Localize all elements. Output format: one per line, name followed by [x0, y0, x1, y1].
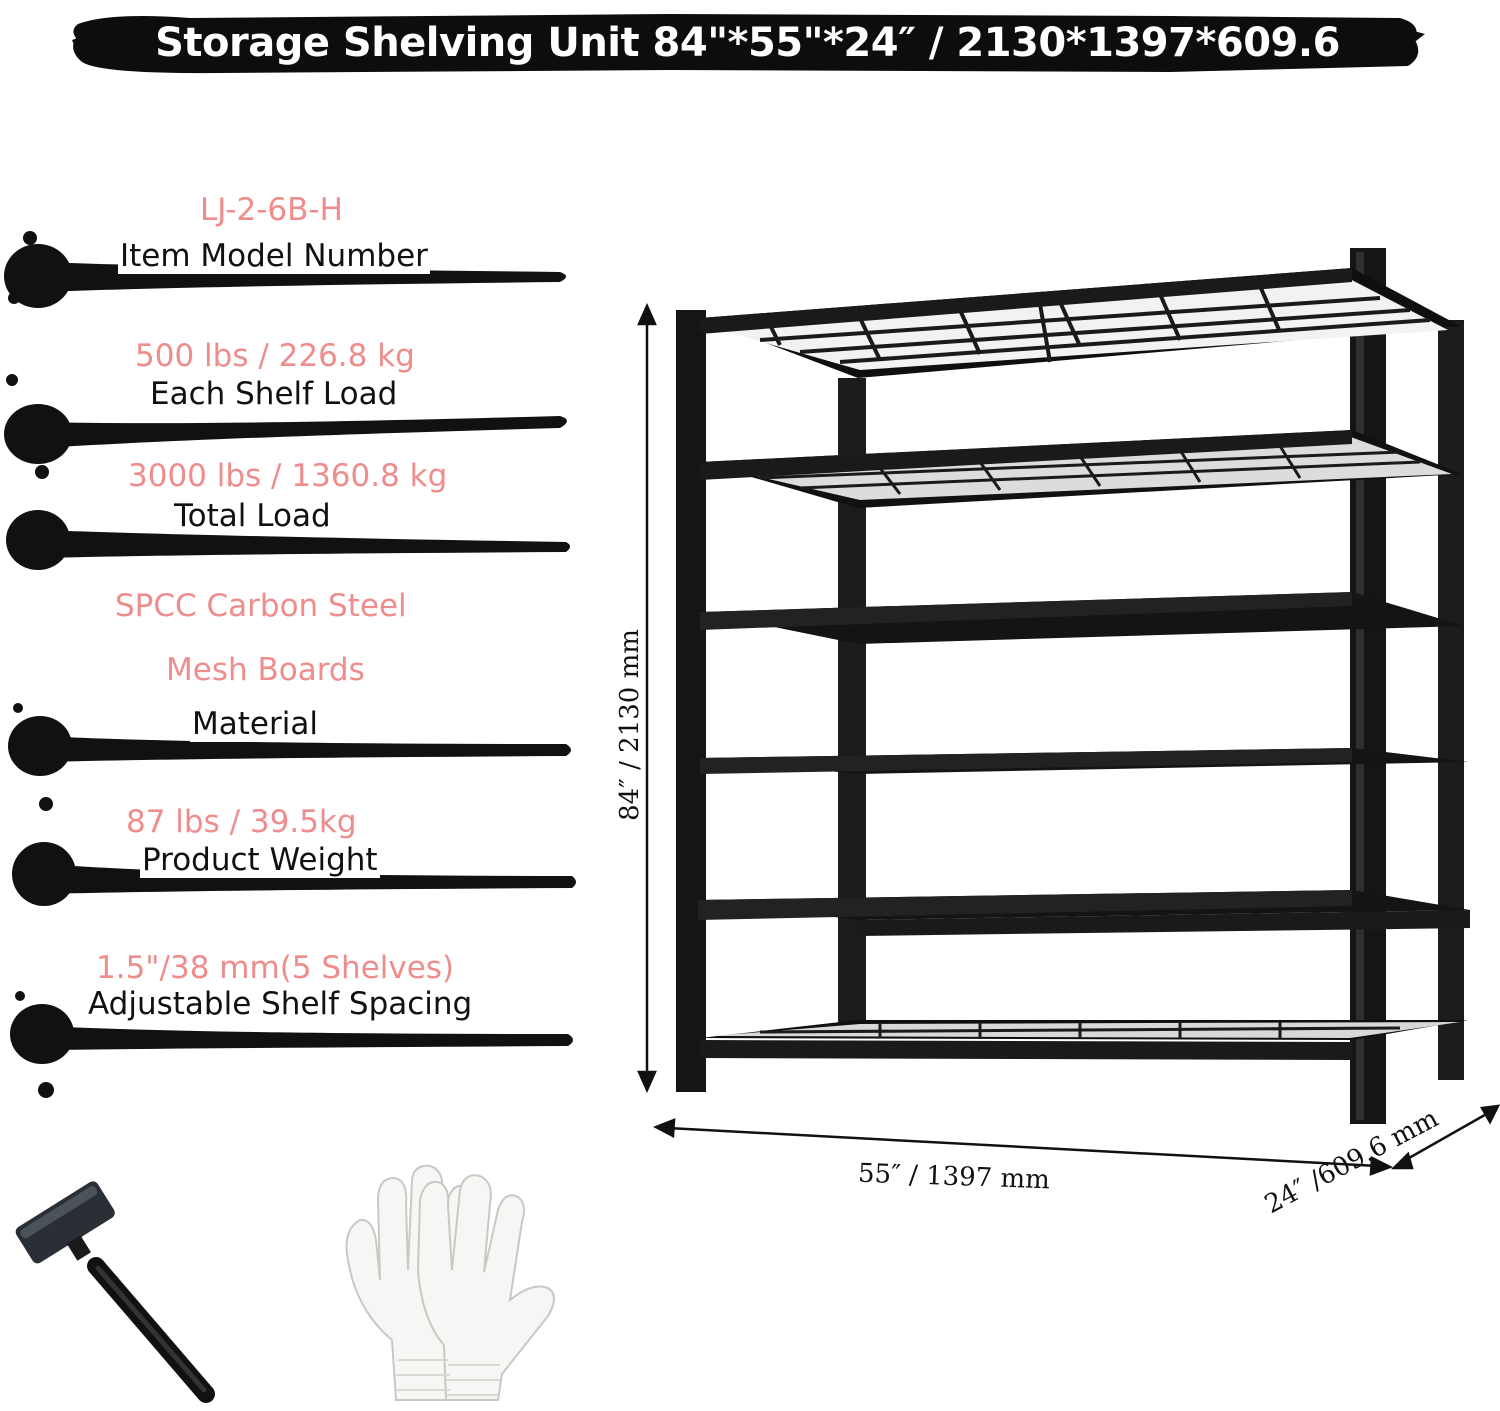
spec-label: Each Shelf Load [148, 376, 400, 412]
spec-label: Total Load [172, 498, 333, 534]
spec-label: Adjustable Shelf Spacing [86, 986, 475, 1022]
spec-value: 1.5"/38 mm(5 Shelves) [96, 950, 455, 986]
spec-value: 500 lbs / 226.8 kg [135, 338, 415, 374]
spec-value: 87 lbs / 39.5kg [126, 804, 357, 840]
gloves-icon [345, 1164, 555, 1401]
height-dimension-label: 84″ / 2130 mm [615, 629, 645, 821]
shelf-top [700, 268, 1460, 378]
shelf-5 [698, 890, 1470, 936]
shelf-bottom [700, 1020, 1468, 1060]
spec-label: Product Weight [140, 842, 380, 878]
spec-weight: 87 lbs / 39.5kg Product Weight [0, 796, 600, 926]
shelf-4 [700, 748, 1468, 774]
ink-stroke-icon [4, 374, 567, 464]
spec-value: LJ-2-6B-H [200, 192, 343, 228]
spec-shelf-load: 500 lbs / 226.8 kg Each Shelf Load [0, 336, 600, 464]
shelf-2 [700, 430, 1462, 508]
spec-material: SPCC Carbon Steel Mesh Boards Material [0, 586, 600, 786]
ink-stroke-icon [10, 991, 573, 1098]
title-banner: Storage Shelving Unit 84"*55"*24″ / 2130… [70, 10, 1425, 76]
spec-label: Material [190, 706, 320, 742]
spec-model: LJ-2-6B-H Item Model Number [0, 190, 600, 310]
spec-value-line1: SPCC Carbon Steel [115, 588, 407, 624]
front-left-post [676, 310, 706, 1092]
ink-stroke-icon [6, 465, 570, 570]
shelf-3 [700, 592, 1464, 644]
back-right-post [1438, 320, 1464, 1080]
page-title: Storage Shelving Unit 84"*55"*24″ / 2130… [155, 20, 1340, 66]
brush-stroke-icon [72, 14, 1425, 74]
spec-value-line2: Mesh Boards [166, 652, 365, 688]
spec-value: 3000 lbs / 1360.8 kg [128, 458, 448, 494]
shelving-unit-illustration [676, 248, 1470, 1124]
spec-spacing: 1.5"/38 mm(5 Shelves) Adjustable Shelf S… [0, 946, 600, 1106]
ink-stroke-icon [8, 703, 571, 776]
hammer-icon [15, 1181, 215, 1403]
spec-total-load: 3000 lbs / 1360.8 kg Total Load [0, 456, 600, 586]
spec-label: Item Model Number [118, 238, 430, 274]
